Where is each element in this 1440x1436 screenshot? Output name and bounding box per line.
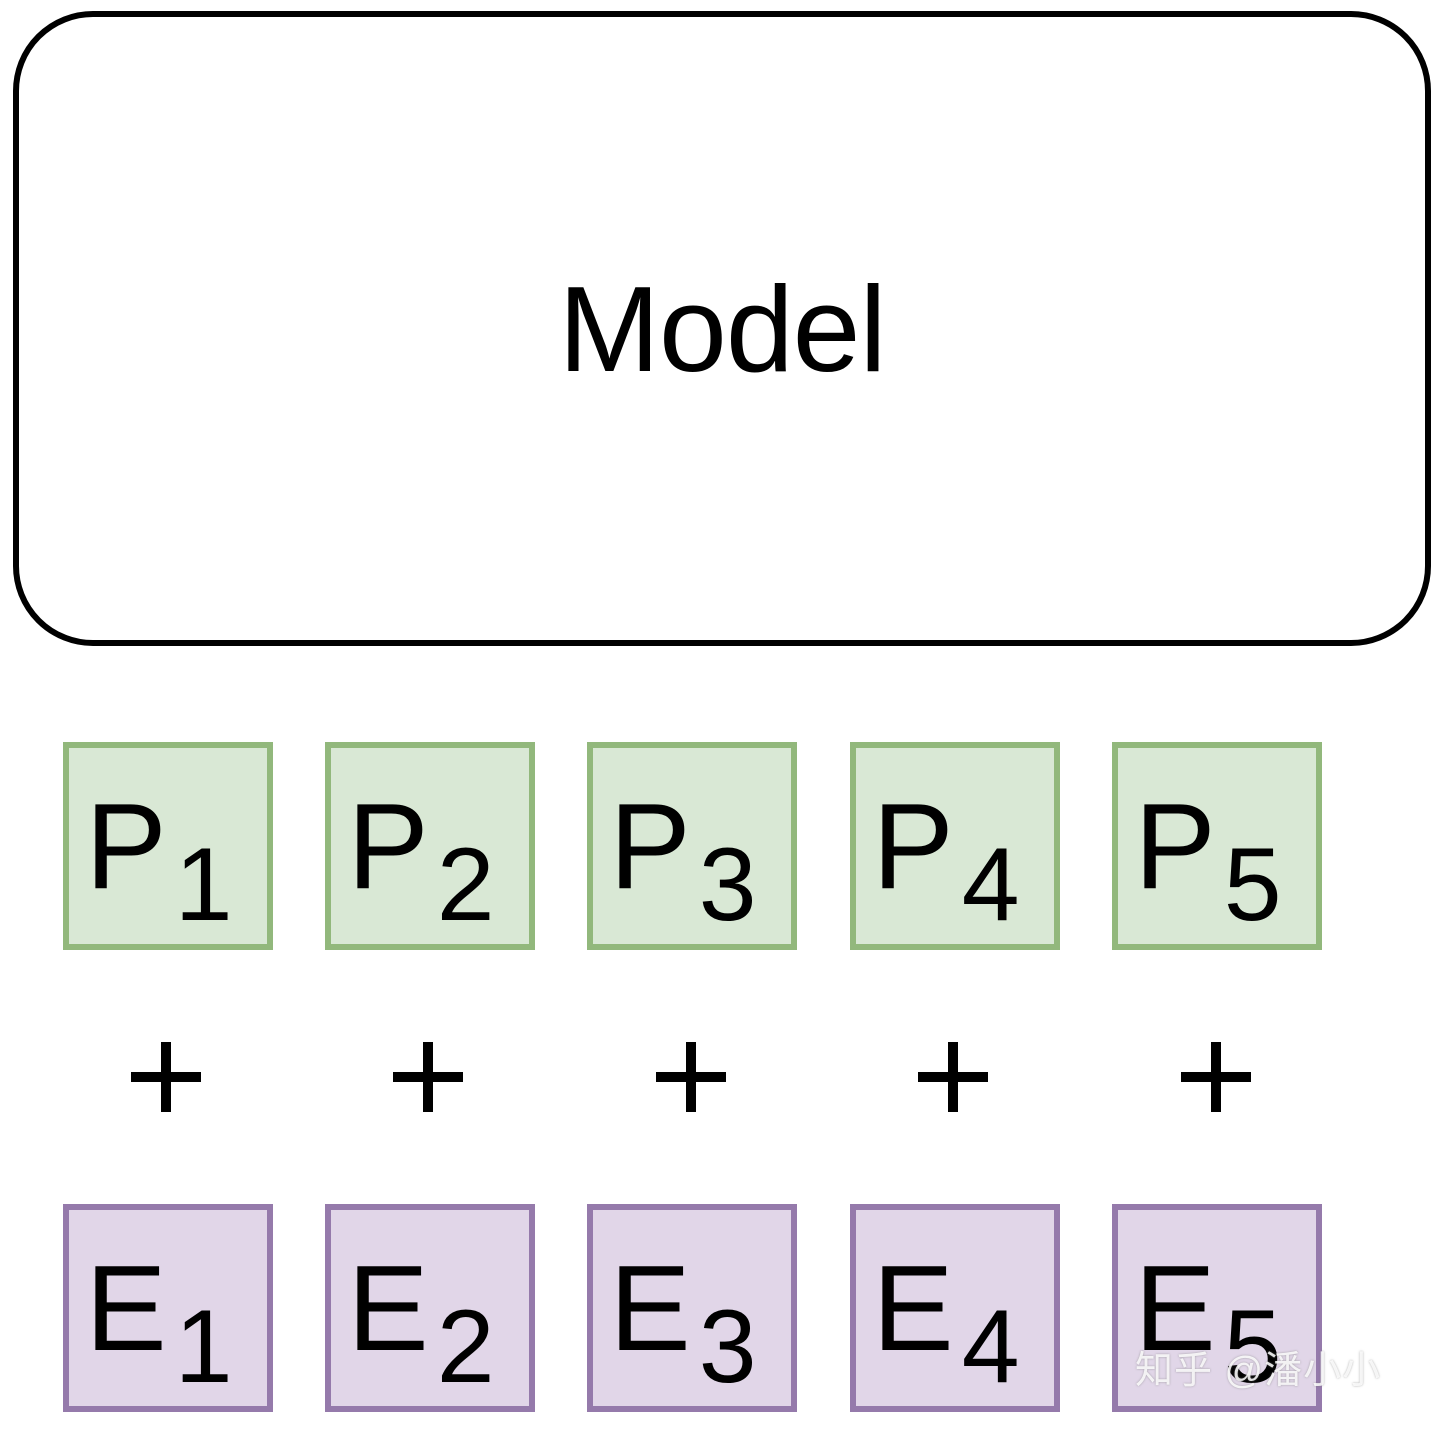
position-token-subscript: 1 — [174, 827, 233, 943]
position-token-subscript: 3 — [698, 827, 757, 943]
plus-icon — [918, 1042, 988, 1112]
plus-vertical-bar — [686, 1042, 696, 1112]
position-token-letter: P — [347, 778, 429, 914]
model-box: Model — [13, 11, 1431, 646]
position-token-subscript: 2 — [436, 827, 495, 943]
embedding-token-subscript: 1 — [174, 1289, 233, 1405]
position-token-letter: P — [85, 778, 167, 914]
model-label: Model — [558, 260, 886, 397]
position-token-letter: P — [872, 778, 954, 914]
embedding-token-subscript: 5 — [1223, 1289, 1282, 1405]
plus-icon — [1181, 1042, 1251, 1112]
plus-vertical-bar — [161, 1042, 171, 1112]
embedding-token-letter: E — [347, 1240, 429, 1376]
embedding-token-letter: E — [609, 1240, 691, 1376]
embedding-token-subscript: 4 — [961, 1289, 1020, 1405]
embedding-token-letter: E — [872, 1240, 954, 1376]
plus-operator-3 — [651, 1022, 731, 1132]
embedding-token-letter: E — [85, 1240, 167, 1376]
plus-operator-2 — [388, 1022, 468, 1132]
plus-icon — [656, 1042, 726, 1112]
plus-operator-1 — [126, 1022, 206, 1132]
plus-vertical-bar — [1211, 1042, 1221, 1112]
plus-vertical-bar — [423, 1042, 433, 1112]
position-token-letter: P — [1134, 778, 1216, 914]
embedding-token-subscript: 2 — [436, 1289, 495, 1405]
position-token-subscript: 5 — [1223, 827, 1282, 943]
plus-operator-5 — [1176, 1022, 1256, 1132]
embedding-token-letter: E — [1134, 1240, 1216, 1376]
plus-operator-4 — [913, 1022, 993, 1132]
watermark: 知乎 @潘小小 — [1135, 1350, 1382, 1392]
position-token-subscript: 4 — [961, 827, 1020, 943]
plus-icon — [393, 1042, 463, 1112]
plus-vertical-bar — [948, 1042, 958, 1112]
embedding-token-subscript: 3 — [698, 1289, 757, 1405]
plus-icon — [131, 1042, 201, 1112]
position-token-letter: P — [609, 778, 691, 914]
